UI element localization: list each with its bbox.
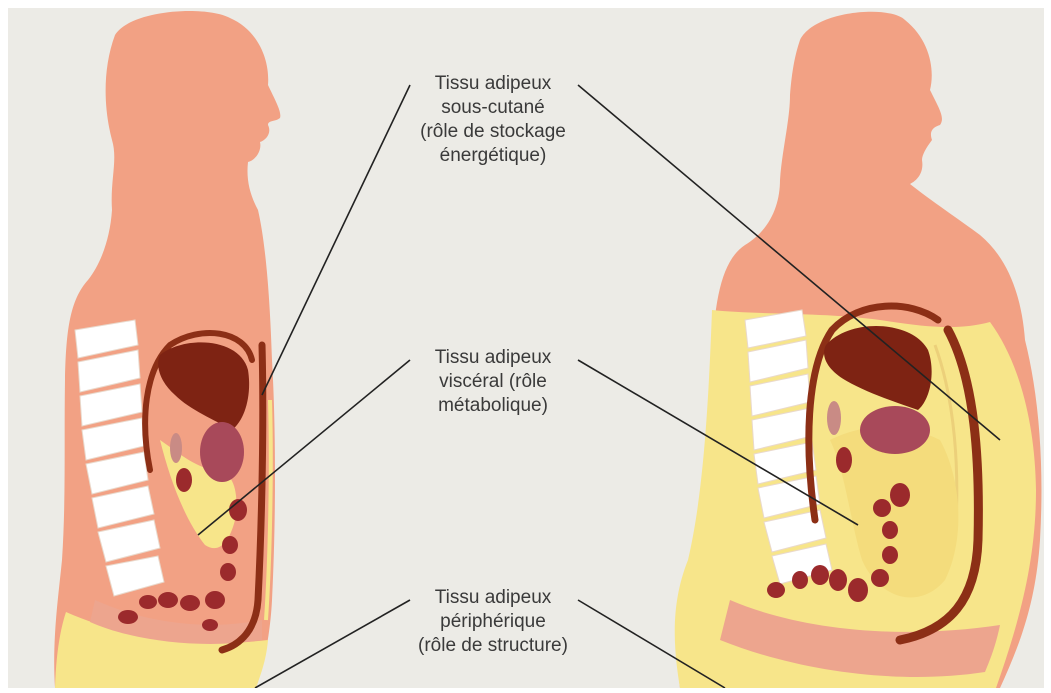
label-visceral-line-2: viscéral (rôle xyxy=(383,370,603,394)
label-visceral-line-1: Tissu adipeux xyxy=(383,346,603,370)
label-peripheral-line-3: (rôle de structure) xyxy=(383,634,603,658)
label-peripheral-fat: Tissu adipeux périphérique (rôle de stru… xyxy=(383,586,603,658)
label-subcutaneous-fat: Tissu adipeux sous-cutané (rôle de stock… xyxy=(383,72,603,168)
label-subcutaneous-line-2: sous-cutané xyxy=(383,96,603,120)
obese-kidney xyxy=(860,406,930,454)
label-visceral-line-3: métabolique) xyxy=(383,394,603,418)
label-visceral-fat: Tissu adipeux viscéral (rôle métabolique… xyxy=(383,346,603,418)
label-peripheral-line-2: périphérique xyxy=(383,610,603,634)
obese-small-organ xyxy=(827,401,841,435)
label-peripheral-line-1: Tissu adipeux xyxy=(383,586,603,610)
label-subcutaneous-line-3: (rôle de stockage xyxy=(383,120,603,144)
label-subcutaneous-line-1: Tissu adipeux xyxy=(383,72,603,96)
label-subcutaneous-line-4: énergétique) xyxy=(383,144,603,168)
lean-kidney xyxy=(200,422,244,482)
lean-small-organ xyxy=(170,433,182,463)
